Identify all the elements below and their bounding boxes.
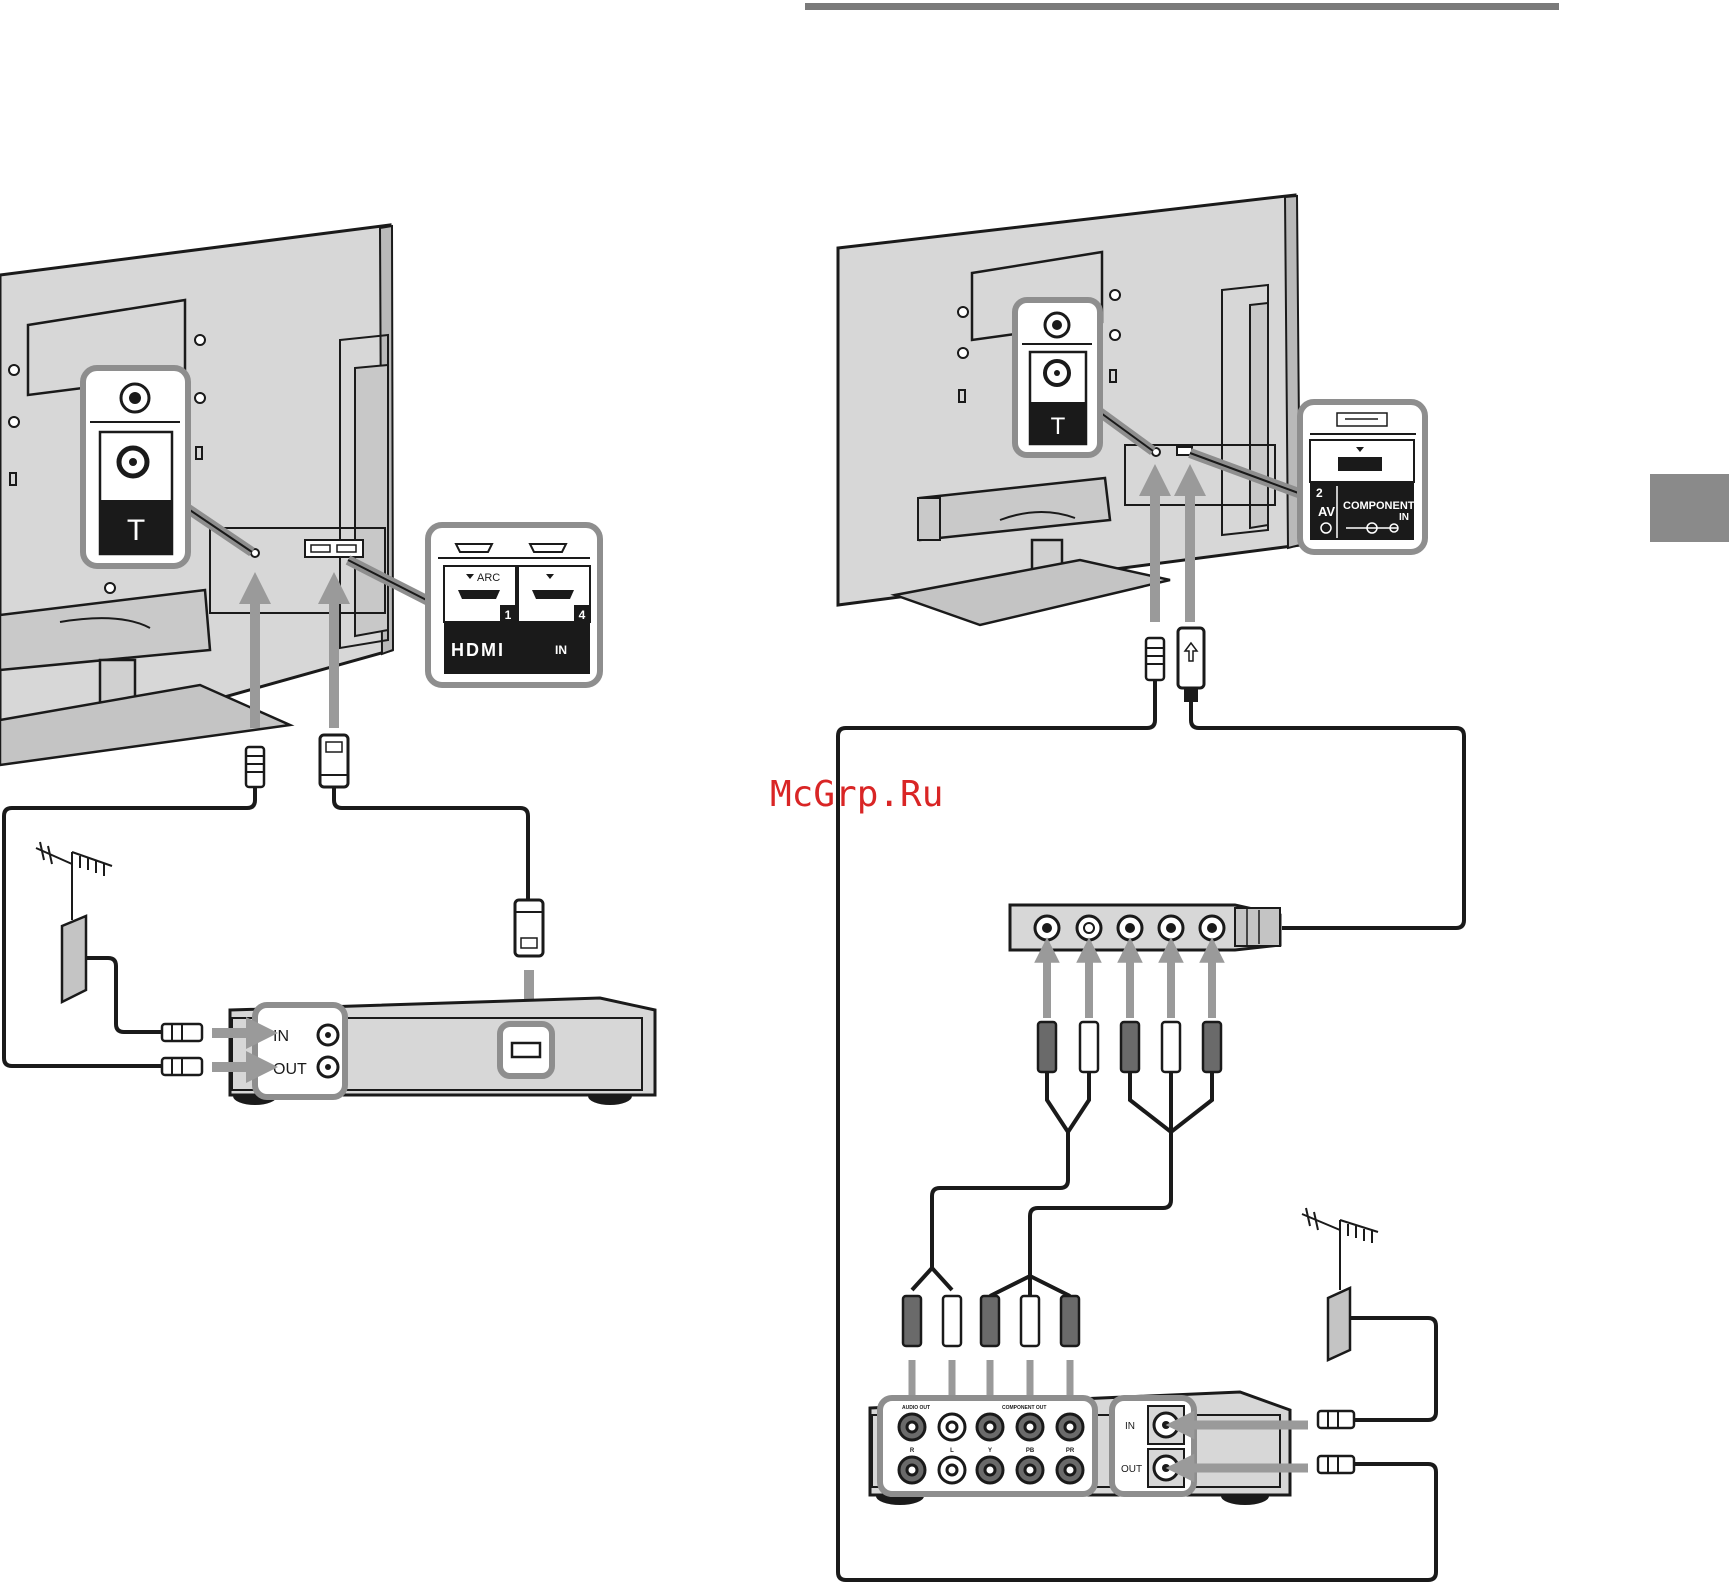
antenna-symbol: T <box>127 514 145 547</box>
watermark: McGrp.Ru <box>770 774 943 815</box>
hdmi-port-number-4: 4 <box>579 608 586 622</box>
rca-plugs-bottom <box>903 1296 1079 1346</box>
hdmi-plug-bottom <box>515 900 543 956</box>
header-rule <box>805 3 1559 10</box>
av-label: AV <box>1318 504 1335 519</box>
wall-plate-right <box>1328 1288 1350 1360</box>
coax-plug-right <box>1146 638 1164 680</box>
component-adapter <box>1010 905 1280 950</box>
jack-label-pb: PB <box>1026 1448 1035 1454</box>
audio-out-label: AUDIO OUT <box>902 1405 930 1411</box>
arc-label: ARC <box>477 572 500 584</box>
recorder-out-label-right: OUT <box>1121 1464 1142 1475</box>
arrows-to-adapter <box>1047 950 1212 1018</box>
antenna-symbol: T <box>1051 413 1066 440</box>
av-number: 2 <box>1316 486 1323 500</box>
component-adapter-plug <box>1178 628 1204 702</box>
audio-cable-bundle <box>912 1072 1089 1290</box>
recorder-right: AUDIO OUT COMPONENT OUT R L Y PB PR IN O <box>870 1392 1290 1505</box>
right-diagram: T 2 AV COMPONENT IN <box>838 195 1464 1580</box>
wall-plate-left <box>62 916 86 1002</box>
video-cable-bundle <box>990 1072 1212 1296</box>
rca-plugs-top <box>1038 1022 1221 1072</box>
coax-plug-left <box>246 747 264 787</box>
jack-label-l: L <box>950 1448 954 1454</box>
component-out-label: COMPONENT OUT <box>1002 1405 1046 1411</box>
hdmi-logo: HDMI <box>451 640 505 660</box>
hdmi-cable <box>334 788 528 902</box>
antenna-right <box>1302 1208 1378 1290</box>
jack-label-r: R <box>910 1448 915 1454</box>
recorder-left: IN OUT <box>230 998 655 1105</box>
recorder-in-label-left: IN <box>273 1028 289 1045</box>
left-diagram: T ARC 1 4 HDMI IN <box>0 225 655 1105</box>
jack-label-y: Y <box>988 1448 992 1454</box>
coax-cable-tv-to-recorder-out <box>4 788 255 1066</box>
component-in-label: IN <box>1399 512 1409 523</box>
recorder-out-label-left: OUT <box>273 1061 307 1078</box>
component-cable-tv-to-adapter <box>1191 702 1464 928</box>
coax-cable-wall-to-recorder-in <box>82 958 162 1032</box>
jack-label-pr: PR <box>1066 1448 1075 1454</box>
hdmi-plug-top <box>320 735 348 787</box>
coax-plugs-recorder-left <box>162 1024 202 1075</box>
chapter-tab <box>1650 474 1729 542</box>
recorder-in-label-right: IN <box>1125 1421 1135 1432</box>
hdmi-port-number-1: 1 <box>505 608 512 622</box>
coax-cable-wall-to-recorder-in-right <box>1350 1318 1436 1420</box>
coax-plugs-recorder-right <box>1318 1411 1354 1473</box>
hdmi-in-label: IN <box>555 643 567 657</box>
antenna-left <box>36 842 112 920</box>
component-label: COMPONENT <box>1343 500 1415 512</box>
